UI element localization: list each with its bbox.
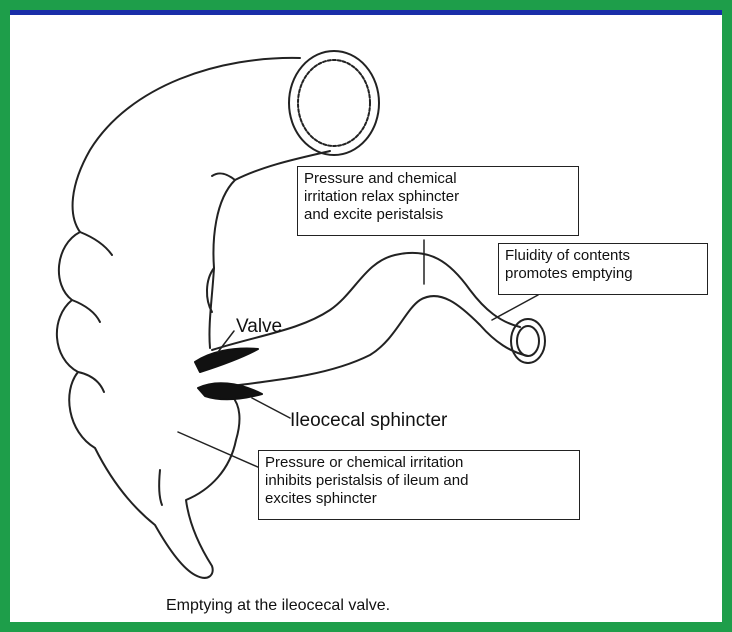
relax-note-line: irritation relax sphincter: [304, 188, 572, 206]
colon-haustra: [72, 300, 100, 322]
inhibit-note-line: Pressure or chemical irritation: [265, 454, 573, 472]
figure-caption: Emptying at the ileocecal valve.: [166, 597, 390, 615]
inhibit-peristalsis-note: Pressure or chemical irritation inhibits…: [258, 450, 580, 520]
ileum-lower-wall: [215, 296, 528, 388]
ileum-tube-lumen: [517, 326, 539, 356]
fluidity-note: Fluidity of contents promotes emptying: [498, 243, 708, 295]
fluidity-note-line: promotes emptying: [505, 265, 701, 283]
ileocecal-sphincter-label: Ileocecal sphincter: [290, 410, 447, 432]
fluidity-note-line: Fluidity of contents: [505, 247, 701, 265]
colon-haustra: [212, 173, 235, 180]
valve-lower-lip: [198, 383, 262, 399]
valve-upper-lip: [195, 349, 258, 372]
relax-note-line: Pressure and chemical: [304, 170, 572, 188]
sphincter-leader-line: [252, 398, 290, 418]
relax-note-line: and excite peristalsis: [304, 206, 572, 224]
colon-tube-lumen: [298, 60, 370, 146]
inhibit-leader-line: [178, 432, 260, 468]
colon-tube-end: [289, 51, 379, 155]
inhibit-note-line: excites sphincter: [265, 490, 573, 508]
inhibit-note-line: inhibits peristalsis of ileum and: [265, 472, 573, 490]
colon-haustra: [78, 372, 104, 392]
appendix-fold: [159, 470, 162, 505]
relax-sphincter-note: Pressure and chemical irritation relax s…: [297, 166, 579, 236]
fluidity-leader-line: [492, 295, 538, 320]
valve-label: Valve: [236, 316, 282, 338]
colon-haustra: [80, 232, 112, 255]
